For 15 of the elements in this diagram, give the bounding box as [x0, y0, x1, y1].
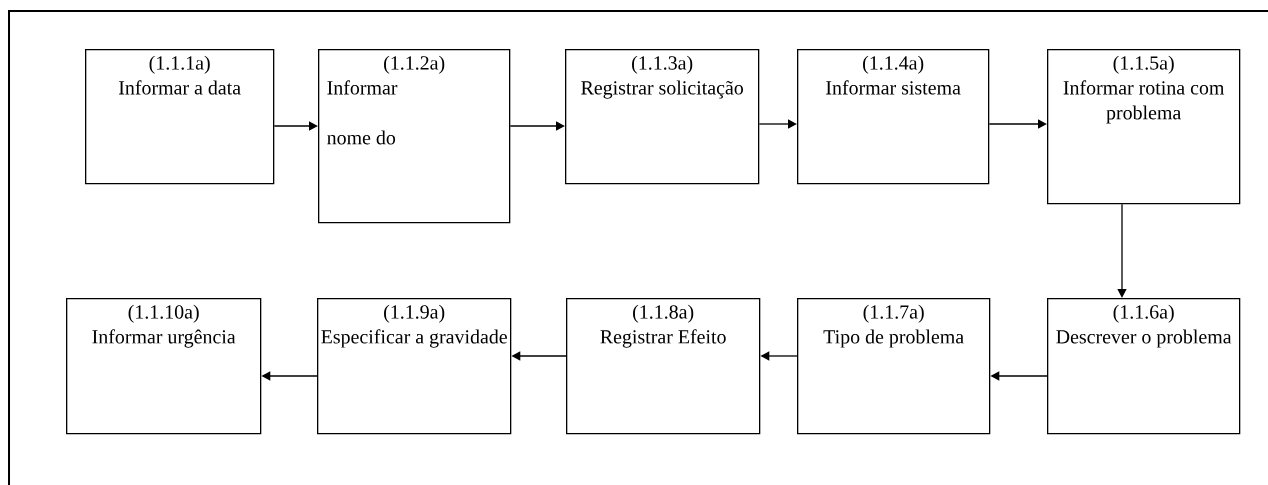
- process-box: (1.1.10a) Informar urgência: [66, 298, 262, 435]
- process-box: (1.1.5a) Informar rotina com problema: [1047, 49, 1241, 205]
- process-box: (1.1.7a) Tipo de problema: [797, 298, 991, 435]
- arrow: [509, 121, 565, 131]
- process-box: (1.1.1a) Informar a data: [85, 49, 275, 185]
- process-box: (1.1.6a) Descrever o problema: [1047, 298, 1241, 435]
- arrow: [988, 119, 1047, 129]
- process-box: (1.1.4a) Informar sistema: [797, 49, 990, 185]
- arrow: [273, 121, 318, 131]
- process-box: (1.1.8a) Registrar Efeito: [566, 298, 761, 435]
- process-box: (1.1.3a) Registrar solicitação: [565, 49, 760, 185]
- process-box: (1.1.9a) Especificar a gravidade: [317, 298, 512, 435]
- arrow: [1117, 203, 1127, 298]
- arrow: [758, 119, 797, 129]
- process-box: (1.1.2a) Informar nome do: [318, 49, 511, 224]
